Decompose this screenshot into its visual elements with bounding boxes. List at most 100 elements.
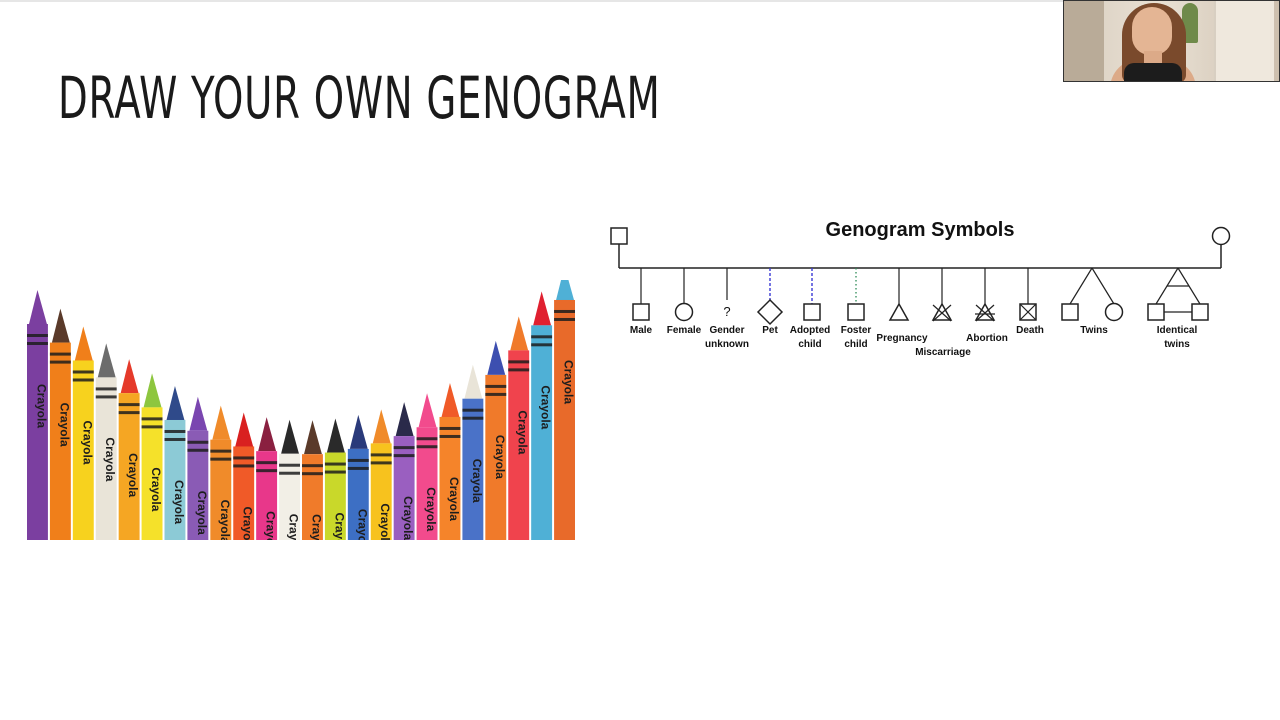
crayon-body [49,342,71,540]
crayon-tip [304,420,322,455]
crayon-brand-label: Crayola [287,514,301,540]
crayon-body [531,325,553,540]
crayon-stripe [233,456,255,460]
female-label: Female [667,325,702,336]
foster-label-line1: Foster [841,325,872,336]
crayon: Crayola [164,385,186,540]
crayon-brand-label: Crayola [80,420,94,464]
crayon-stripe [554,317,575,321]
crayon-tip [51,308,70,343]
crayon-body [370,443,392,540]
crayon-body [508,350,530,540]
crayon: Crayola [439,382,461,540]
crayon-brand-label: Crayola [172,480,186,524]
identical-twin-left-symbol [1147,303,1165,321]
crayon-stripe [370,461,392,465]
crayon-body [256,451,278,540]
crayon-stripe [49,360,71,364]
crayon-tip [281,419,299,454]
crayon-stripe [462,416,484,420]
crayon-brand-label: Crayola [424,487,438,531]
female-symbol [674,302,694,322]
crayon-brand-label: Crayola [218,500,232,540]
genogram-title: Genogram Symbols [826,219,1015,241]
crayon-brand-label: Crayola [470,459,484,503]
crayon-brand-label: Crayola [516,410,530,454]
adopted-label-line1: Adopted [790,325,831,336]
crayon: Crayola [210,405,232,540]
crayon-tip [29,290,47,324]
crayon-tip [418,393,437,428]
crayon: Crayola [302,420,323,540]
crayon-stripe [27,342,48,345]
crayon-tip [464,364,483,399]
crayon-tip [166,385,185,420]
crayon-tip [97,343,116,378]
slide-title: DRAW YOUR OWN GENOGRAM [58,64,661,132]
twin-female-symbol [1104,302,1124,322]
male-label: Male [630,325,653,336]
crayon-body [554,299,575,540]
webcam-background-door [1214,1,1274,81]
crayon-stripe [279,471,300,475]
crayon: Crayola [393,402,415,540]
crayon: Crayola [118,359,140,540]
crayon-stripe [439,426,461,430]
abortion-cross-b [975,304,995,322]
crayon-body [347,448,369,540]
crayon-stripe [187,440,209,444]
adopted-child-symbol [803,303,821,321]
crayon-body [27,324,48,540]
crayon-stripe [279,463,300,467]
crayon-stripe [324,470,346,474]
crayon-stripe [485,384,507,388]
crayon: Crayola [233,412,255,540]
crayon-stripe [347,458,369,462]
crayon-brand-label: Crayola [447,477,461,521]
crayon-stripe [347,466,369,470]
adopted-label-line2: child [798,339,821,350]
crayon-stripe [302,472,323,476]
genogram-symbols-diagram: Genogram Symbols Male Female ? Gender un… [610,219,1231,358]
crayon: Crayola [95,343,117,540]
foster-label-line2: child [844,339,867,350]
crayon-stripe [508,360,530,364]
crayon-tip [326,418,345,453]
crayon-tip [556,280,574,300]
crayon-body [279,453,300,540]
crayon-brand-label: Crayola [57,403,71,447]
crayon-brand-label: Crayola [241,506,255,540]
crayon-tip [372,409,391,444]
crayon-body [485,374,507,540]
question-mark-symbol: ? [723,304,730,319]
crayon-stripe [302,464,323,468]
crayon-stripe [164,429,186,433]
crayon-tip [258,417,277,452]
crayon-body [324,452,346,540]
parent-female-symbol [1211,226,1231,246]
pregnancy-triangle-symbol [888,302,910,321]
identical-twin-right-symbol [1191,303,1209,321]
crayon: Crayola [416,393,438,540]
crayon-stripe [164,437,186,441]
crayon-body [439,416,461,540]
crayon-brand-label: Crayola [355,509,369,540]
presenter-neck [1144,51,1162,65]
crayon-stripe [508,368,530,372]
crayon-stripe [485,392,507,396]
crayon-brand-label: Crayola [264,511,278,540]
crayon-stripe [462,408,484,412]
crayon-stripe [187,448,209,452]
crayon-stripe [324,462,346,466]
crayon-tip [120,359,139,394]
presenter-top [1124,63,1182,81]
crayon-tip [395,402,414,437]
crayon-stripe [256,461,278,465]
crayon-stripe [72,370,94,374]
abortion-triangle-symbol [974,302,996,321]
webcam-background-wall [1064,1,1104,81]
crayon-body [187,430,209,540]
abortion-label: Abortion [966,333,1008,344]
crayon-body [393,436,415,540]
crayon-brand-label: Crayola [149,467,163,511]
